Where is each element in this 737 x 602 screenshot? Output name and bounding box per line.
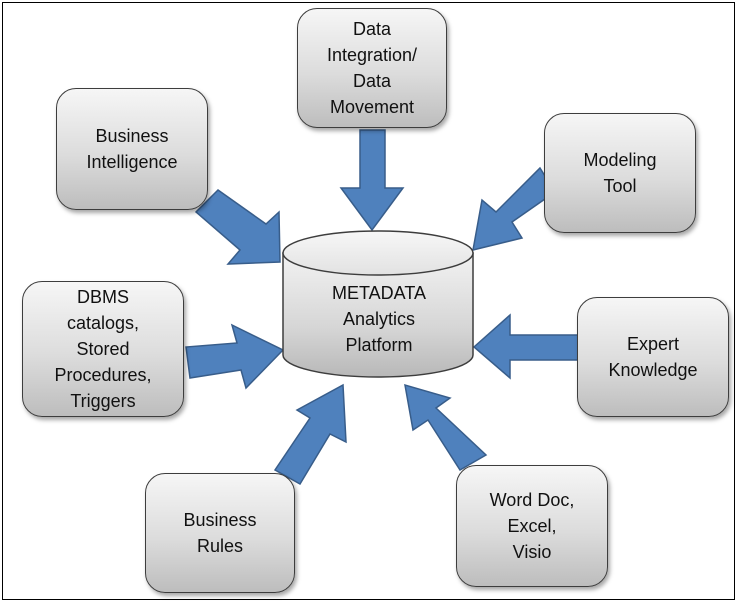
node-dbms-catalogs: DBMS catalogs, Stored Procedures, Trigge…: [22, 281, 184, 417]
arrow-business-rules: [273, 383, 347, 486]
metadata-cylinder: [282, 230, 474, 378]
arrow-expert-knowledge: [472, 313, 579, 380]
node-modeling-tool-label: Modeling Tool: [583, 150, 657, 196]
node-business-rules-label: Business Rules: [183, 510, 257, 556]
node-dbms-catalogs-label: DBMS catalogs, Stored Procedures, Trigge…: [54, 287, 152, 411]
node-word-doc: Word Doc, Excel, Visio: [456, 465, 608, 587]
node-business-rules: Business Rules: [145, 473, 295, 593]
arrow-data-integration: [339, 129, 405, 232]
node-business-intelligence-label: Business Intelligence: [86, 126, 178, 172]
arrow-dbms: [185, 323, 285, 390]
node-data-integration-label: Data Integration/ Data Movement: [326, 19, 418, 117]
node-expert-knowledge: Expert Knowledge: [577, 297, 729, 417]
node-modeling-tool: Modeling Tool: [544, 113, 696, 233]
arrow-business-intelligence: [194, 189, 281, 265]
arrows-group: [185, 129, 579, 486]
center-label: METADATA Analytics Platform: [332, 283, 426, 355]
node-expert-knowledge-label: Expert Knowledge: [608, 334, 698, 380]
node-word-doc-label: Word Doc, Excel, Visio: [489, 490, 575, 562]
arrow-word-doc: [404, 383, 488, 472]
arrow-modeling-tool: [472, 166, 557, 252]
node-business-intelligence: Business Intelligence: [56, 88, 208, 210]
node-data-integration: Data Integration/ Data Movement: [297, 8, 447, 128]
